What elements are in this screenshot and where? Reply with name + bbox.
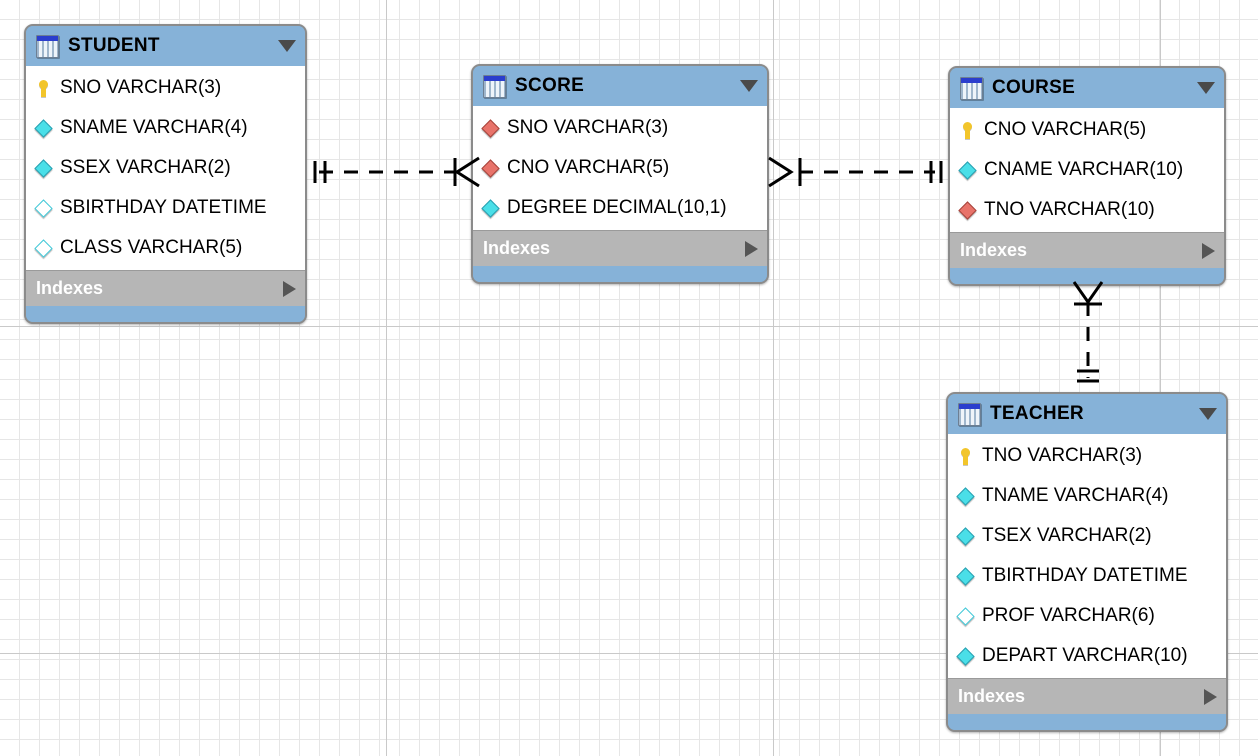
table-row[interactable]: TSEX VARCHAR(2) (948, 516, 1226, 556)
table-score[interactable]: SCORE SNO VARCHAR(3) CNO VARCHAR(5) DEGR… (471, 64, 769, 284)
chevron-right-icon[interactable] (745, 240, 758, 257)
column-label: TBIRTHDAY DATETIME (982, 565, 1188, 586)
crow-foot-icon (768, 156, 794, 188)
indexes-section-course[interactable]: Indexes (950, 232, 1224, 268)
table-title: TEACHER (990, 403, 1084, 424)
table-title: COURSE (992, 77, 1076, 98)
chevron-down-icon[interactable] (740, 80, 758, 92)
column-label: PROF VARCHAR(6) (982, 605, 1155, 626)
not-null-diamond-icon (957, 488, 974, 505)
column-label: SBIRTHDAY DATETIME (60, 197, 267, 218)
not-null-diamond-icon (957, 528, 974, 545)
column-label: CNAME VARCHAR(10) (984, 159, 1184, 180)
table-footer (948, 714, 1226, 730)
table-row[interactable]: DEPART VARCHAR(10) (948, 636, 1226, 676)
chevron-down-icon[interactable] (278, 40, 296, 52)
not-null-diamond-icon (482, 200, 499, 217)
table-row[interactable]: TBIRTHDAY DATETIME (948, 556, 1226, 596)
table-row[interactable]: SNAME VARCHAR(4) (26, 108, 305, 148)
relationship-student-score[interactable] (307, 150, 480, 194)
column-label: DEPART VARCHAR(10) (982, 645, 1188, 666)
column-label: DEGREE DECIMAL(10,1) (507, 197, 727, 218)
table-row[interactable]: TNAME VARCHAR(4) (948, 476, 1226, 516)
table-row[interactable]: SNO VARCHAR(3) (26, 68, 305, 108)
table-row[interactable]: CNO VARCHAR(5) (950, 110, 1224, 150)
not-null-diamond-icon (35, 160, 52, 177)
chevron-right-icon[interactable] (1204, 688, 1217, 705)
table-row[interactable]: DEGREE DECIMAL(10,1) (473, 188, 767, 228)
indexes-label: Indexes (960, 240, 1028, 260)
column-label: CLASS VARCHAR(5) (60, 237, 243, 258)
indexes-label: Indexes (958, 686, 1026, 706)
indexes-section-teacher[interactable]: Indexes (948, 678, 1226, 714)
crow-foot-icon (1072, 281, 1104, 305)
table-row[interactable]: SBIRTHDAY DATETIME (26, 188, 305, 228)
foreign-key-diamond-icon (482, 160, 499, 177)
table-title: STUDENT (68, 35, 160, 56)
column-label: SNO VARCHAR(3) (60, 77, 222, 98)
indexes-section-score[interactable]: Indexes (473, 230, 767, 266)
column-label: TNO VARCHAR(3) (982, 445, 1143, 466)
table-header-teacher[interactable]: TEACHER (948, 394, 1226, 434)
table-row[interactable]: CNO VARCHAR(5) (473, 148, 767, 188)
primary-key-icon (35, 79, 52, 97)
column-label: SNAME VARCHAR(4) (60, 117, 248, 138)
table-title: SCORE (515, 75, 585, 96)
indexes-section-student[interactable]: Indexes (26, 270, 305, 306)
table-row[interactable]: CLASS VARCHAR(5) (26, 228, 305, 268)
chevron-right-icon[interactable] (283, 280, 296, 297)
column-list-teacher: TNO VARCHAR(3) TNAME VARCHAR(4) TSEX VAR… (948, 434, 1226, 678)
chevron-down-icon[interactable] (1199, 408, 1217, 420)
column-label: TNAME VARCHAR(4) (982, 485, 1169, 506)
primary-key-icon (959, 121, 976, 139)
table-teacher[interactable]: TEACHER TNO VARCHAR(3) TNAME VARCHAR(4) … (946, 392, 1228, 732)
table-row[interactable]: CNAME VARCHAR(10) (950, 150, 1224, 190)
relationship-score-course[interactable] (768, 150, 949, 194)
table-header-student[interactable]: STUDENT (26, 26, 305, 66)
nullable-diamond-icon (35, 200, 52, 217)
table-header-course[interactable]: COURSE (950, 68, 1224, 108)
not-null-diamond-icon (35, 120, 52, 137)
primary-key-icon (957, 447, 974, 465)
table-row[interactable]: TNO VARCHAR(3) (948, 436, 1226, 476)
column-label: TNO VARCHAR(10) (984, 199, 1155, 220)
column-label: TSEX VARCHAR(2) (982, 525, 1152, 546)
not-null-diamond-icon (957, 568, 974, 585)
not-null-diamond-icon (959, 162, 976, 179)
table-footer (26, 306, 305, 322)
table-row[interactable]: SNO VARCHAR(3) (473, 108, 767, 148)
nullable-diamond-icon (35, 240, 52, 257)
table-icon (960, 76, 983, 100)
column-list-student: SNO VARCHAR(3) SNAME VARCHAR(4) SSEX VAR… (26, 66, 305, 270)
column-label: CNO VARCHAR(5) (984, 119, 1147, 140)
nullable-diamond-icon (957, 608, 974, 625)
table-footer (950, 268, 1224, 284)
column-label: CNO VARCHAR(5) (507, 157, 670, 178)
column-label: SSEX VARCHAR(2) (60, 157, 231, 178)
table-row[interactable]: TNO VARCHAR(10) (950, 190, 1224, 230)
table-row[interactable]: PROF VARCHAR(6) (948, 596, 1226, 636)
chevron-down-icon[interactable] (1197, 82, 1215, 94)
not-null-diamond-icon (957, 648, 974, 665)
table-icon (958, 402, 981, 426)
table-footer (473, 266, 767, 282)
column-list-course: CNO VARCHAR(5) CNAME VARCHAR(10) TNO VAR… (950, 108, 1224, 232)
column-label: SNO VARCHAR(3) (507, 117, 669, 138)
table-header-score[interactable]: SCORE (473, 66, 767, 106)
foreign-key-diamond-icon (482, 120, 499, 137)
crow-foot-icon (454, 156, 480, 188)
table-row[interactable]: SSEX VARCHAR(2) (26, 148, 305, 188)
column-list-score: SNO VARCHAR(3) CNO VARCHAR(5) DEGREE DEC… (473, 106, 767, 230)
foreign-key-diamond-icon (959, 202, 976, 219)
chevron-right-icon[interactable] (1202, 242, 1215, 259)
table-student[interactable]: STUDENT SNO VARCHAR(3) SNAME VARCHAR(4) … (24, 24, 307, 324)
table-icon (36, 34, 59, 58)
relationship-teacher-course[interactable] (1066, 281, 1110, 392)
table-icon (483, 74, 506, 98)
indexes-label: Indexes (36, 278, 104, 298)
indexes-label: Indexes (483, 238, 551, 258)
table-course[interactable]: COURSE CNO VARCHAR(5) CNAME VARCHAR(10) … (948, 66, 1226, 286)
